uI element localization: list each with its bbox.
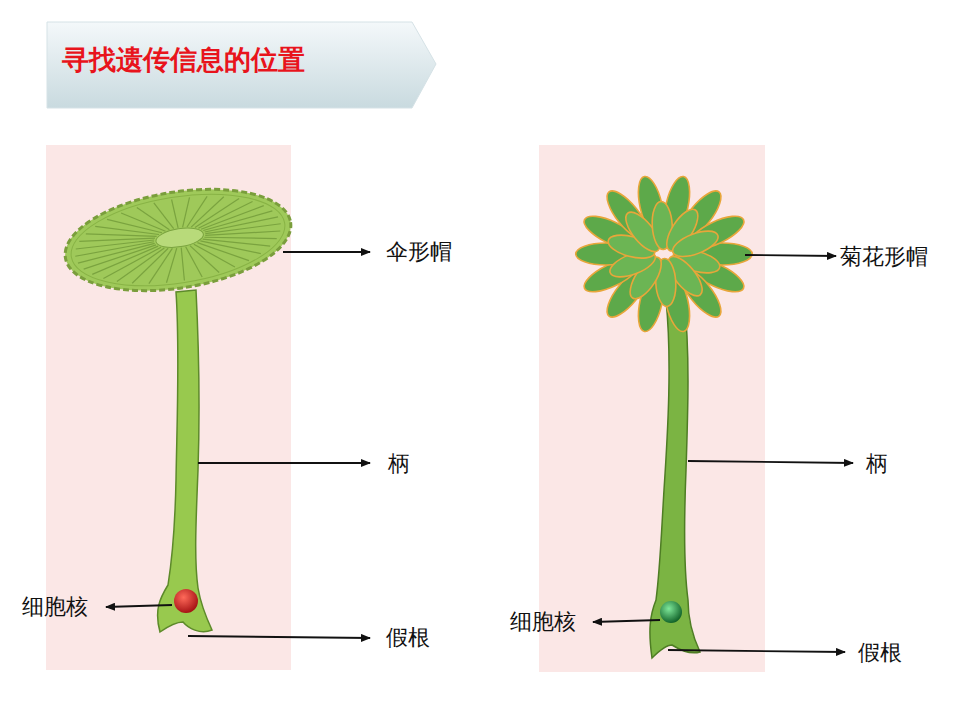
part-label: 假根 [386,625,430,651]
title: 寻找遗传信息的位置 [62,44,305,76]
part-label: 假根 [858,640,902,666]
nucleus [660,601,682,623]
part-label: 柄 [866,451,888,477]
part-label: 菊花形帽 [840,244,928,270]
title-banner [47,22,436,108]
leader-lines [106,252,853,652]
right-panel [539,145,765,672]
part-label: 柄 [388,451,410,477]
chrysanthemum-alga [576,174,752,658]
part-label: 细胞核 [22,594,88,620]
nucleus [174,589,198,613]
umbrella-alga [58,175,298,632]
part-label: 细胞核 [510,609,576,635]
part-label: 伞形帽 [386,239,452,265]
